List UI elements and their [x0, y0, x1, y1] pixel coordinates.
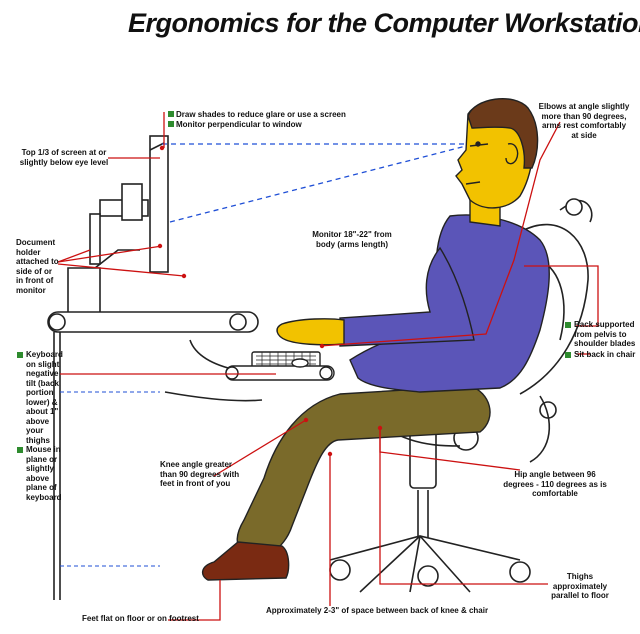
- person: [201, 98, 550, 581]
- bullet-icon: [168, 121, 174, 127]
- label-monitor-distance: Monitor 18"-22" from body (arms length): [312, 230, 392, 249]
- bullet-icon: [17, 447, 23, 453]
- label-knee: Knee angle greater than 90 degrees with …: [160, 460, 240, 488]
- diagram-title: Ergonomics for the Computer Workstation: [128, 8, 640, 38]
- leader-dots: [157, 145, 383, 457]
- monitor: [89, 135, 169, 273]
- keyboard-tray: [225, 351, 335, 381]
- bullet-icon: [565, 352, 571, 358]
- label-perpendicular: Monitor perpendicular to window: [176, 120, 302, 129]
- label-hip: Hip angle between 96 degrees - 110 degre…: [503, 470, 607, 498]
- label-document: Document holder attached to side of or i…: [16, 238, 59, 295]
- bullet-icon: [17, 352, 23, 358]
- label-mouse: Mouse in plane or slightly above plane o…: [26, 445, 62, 502]
- label-thighs: Thighs approximately parallel to floor: [551, 572, 609, 600]
- label-keyboard: Keyboard on slight negative tilt (back p…: [26, 350, 63, 445]
- bullet-icon: [168, 111, 174, 117]
- label-elbows: Elbows at angle slightly more than 90 de…: [538, 102, 630, 140]
- leader-lines: [57, 112, 599, 621]
- label-back-support: Back supported from pelvis to shoulder b…: [574, 320, 636, 348]
- sight-lines: [162, 143, 467, 223]
- label-feet: Feet flat on floor or on footrest: [82, 614, 199, 623]
- label-space: Approximately 2-3" of space between back…: [266, 606, 489, 615]
- bullet-icon: [565, 322, 571, 328]
- label-sit-back: Sit back in chair: [574, 350, 636, 359]
- reference-lines: [60, 391, 160, 567]
- label-top-screen: Top 1/3 of screen at or slightly below e…: [19, 148, 109, 167]
- label-shades: Draw shades to reduce glare or use a scr…: [176, 110, 346, 119]
